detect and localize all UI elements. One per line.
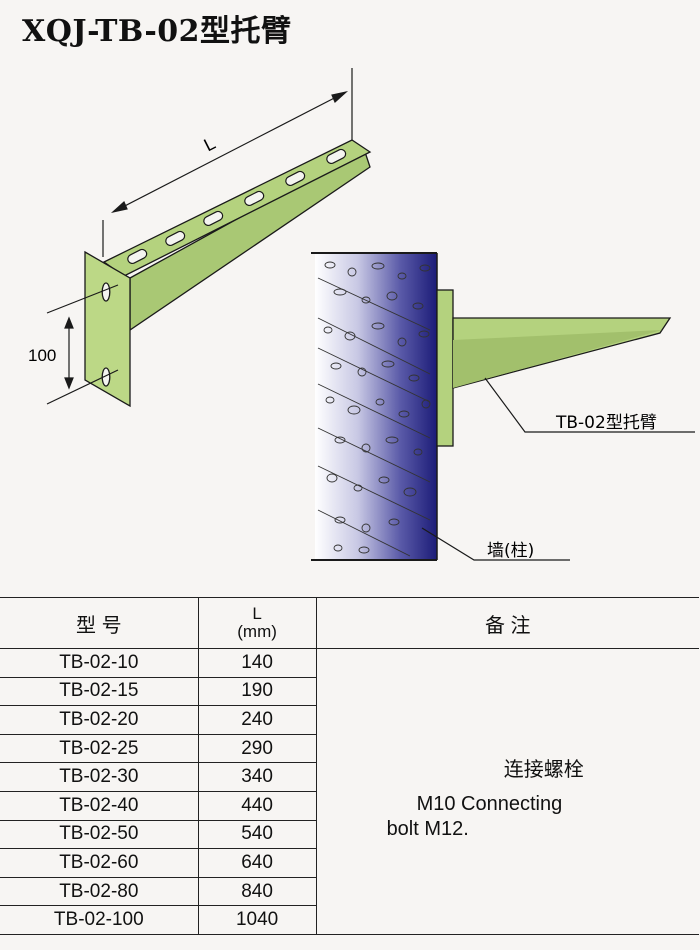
- length-cell: 440: [197, 790, 317, 821]
- length-cell: 190: [197, 676, 317, 707]
- table-row: TB-02-15 190: [0, 676, 699, 707]
- length-cell: 240: [197, 705, 317, 735]
- table-row: TB-02-20 240: [0, 705, 699, 735]
- spacing-label: 100: [28, 346, 56, 365]
- length-cell: 1040: [197, 905, 317, 935]
- bracket-isometric: [84, 139, 372, 408]
- table-row: TB-02-25 290: [0, 733, 699, 764]
- length-cell: 340: [197, 762, 317, 792]
- base-hole-upper: [101, 282, 111, 302]
- header-length: L (mm): [197, 597, 317, 649]
- model-cell: TB-02-40: [0, 790, 199, 821]
- bracket-base-plate: [84, 250, 131, 408]
- page-title: XQJ-TB-02型托臂: [22, 14, 292, 49]
- model-cell: TB-02-15: [0, 676, 199, 707]
- note-chinese: 连接螺栓: [503, 758, 584, 781]
- model-cell: TB-02-50: [0, 819, 199, 850]
- spec-table: 型 号 L (mm) 备 注 TB-02-10 140 连接螺栓 M10 Con…: [0, 597, 699, 935]
- bracket-side-view: [436, 289, 672, 447]
- header-notes: 备 注: [315, 597, 699, 649]
- length-cell: 840: [197, 876, 317, 907]
- header-model: 型 号: [0, 597, 199, 649]
- model-cell: TB-02-60: [0, 848, 199, 878]
- notes-cell: 连接螺栓 M10 Connecting bolt M12.: [315, 648, 699, 935]
- header-length-label: L: [252, 604, 262, 623]
- flange-slots: [127, 148, 347, 265]
- note-english-line1: M10 Connecting: [416, 792, 563, 815]
- model-cell: TB-02-80: [0, 876, 199, 907]
- bracket-label: TB-02型托臂: [555, 413, 657, 433]
- table-row: TB-02-50 540: [0, 819, 699, 850]
- note-english: M10 Connecting bolt M12.: [317, 792, 699, 842]
- side-base-plate: [436, 289, 454, 447]
- table-row: TB-02-60 640: [0, 848, 699, 878]
- table-header-row: 型 号 L (mm) 备 注: [0, 597, 699, 649]
- length-label: L: [201, 133, 219, 155]
- length-dimension: [102, 68, 353, 257]
- model-cell: TB-02-25: [0, 733, 199, 764]
- bracket-diagram: L 100: [28, 68, 695, 561]
- length-cell: 540: [197, 819, 317, 850]
- table-row: TB-02-100 1040: [0, 905, 699, 935]
- wall-label: 墙(柱): [487, 541, 534, 561]
- table-row: TB-02-10 140 连接螺栓 M10 Connecting bolt M1…: [0, 648, 699, 935]
- header-length-unit: (mm): [237, 622, 277, 641]
- table-row: TB-02-40 440: [0, 790, 699, 821]
- leader-lines: [421, 377, 695, 561]
- wall-section: [311, 252, 438, 561]
- note-english-line2: bolt M12.: [386, 817, 469, 840]
- model-cell: TB-02-100: [0, 905, 199, 935]
- model-cell: TB-02-20: [0, 705, 199, 735]
- model-cell: TB-02-30: [0, 762, 199, 792]
- length-cell: 640: [197, 848, 317, 878]
- length-cell: 290: [197, 733, 317, 764]
- spacing-dimension: [46, 284, 119, 405]
- model-cell: TB-02-10: [0, 648, 199, 678]
- table-row: TB-02-30 340: [0, 762, 699, 792]
- length-cell: 140: [197, 648, 317, 678]
